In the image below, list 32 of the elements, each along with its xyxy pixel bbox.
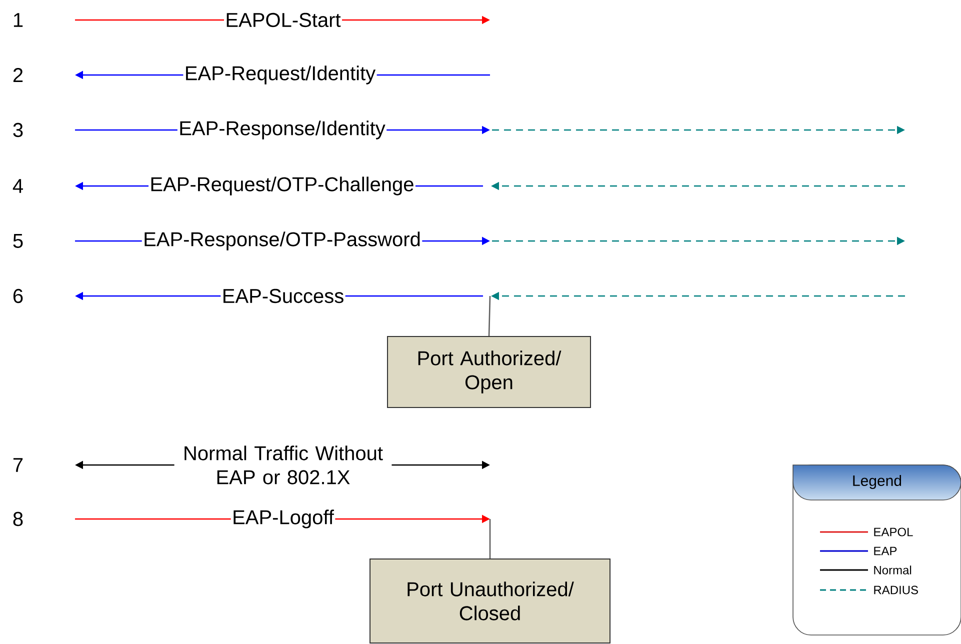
message-label: EAP-Logoff [234, 510, 334, 528]
step-number: 7 [13, 458, 23, 472]
message-line [416, 185, 483, 187]
state-box: Port Authorized/ Open [387, 336, 591, 408]
message-line [75, 518, 231, 520]
legend-text: EAP [874, 546, 897, 556]
message-line [75, 129, 178, 131]
message-label: Normal Traffic Without EAP or 802.1X [184, 446, 383, 484]
legend-text: EAPOL [874, 528, 913, 536]
message-label: EAPOL-Start [226, 12, 341, 28]
legend-text: Normal [874, 566, 912, 574]
message-label: EAP-Response/Identity [180, 120, 386, 140]
leader-line [488, 296, 491, 336]
step-number: 2 [13, 68, 23, 82]
message-label: EAP-Request/OTP-Challenge [151, 176, 414, 196]
step-number: 5 [13, 234, 23, 248]
step-number: 1 [14, 13, 23, 27]
legend-text: RADIUS [874, 586, 918, 594]
message-label: EAP-Success [224, 288, 344, 304]
leader-line [489, 519, 491, 558]
message-label: EAP-Request/Identity [186, 66, 376, 84]
message-line [75, 19, 224, 21]
message-line [75, 240, 142, 242]
step-number: 4 [12, 179, 23, 193]
state-box: Port Unauthorized/ Closed [370, 558, 610, 644]
step-number: 6 [13, 288, 23, 304]
message-line [345, 295, 483, 297]
message-label: EAP-Response/OTP-Password [144, 232, 420, 250]
step-number: 3 [13, 122, 23, 138]
step-number: 8 [13, 512, 23, 526]
message-line [376, 74, 490, 76]
legend-title: Legend [853, 475, 902, 489]
